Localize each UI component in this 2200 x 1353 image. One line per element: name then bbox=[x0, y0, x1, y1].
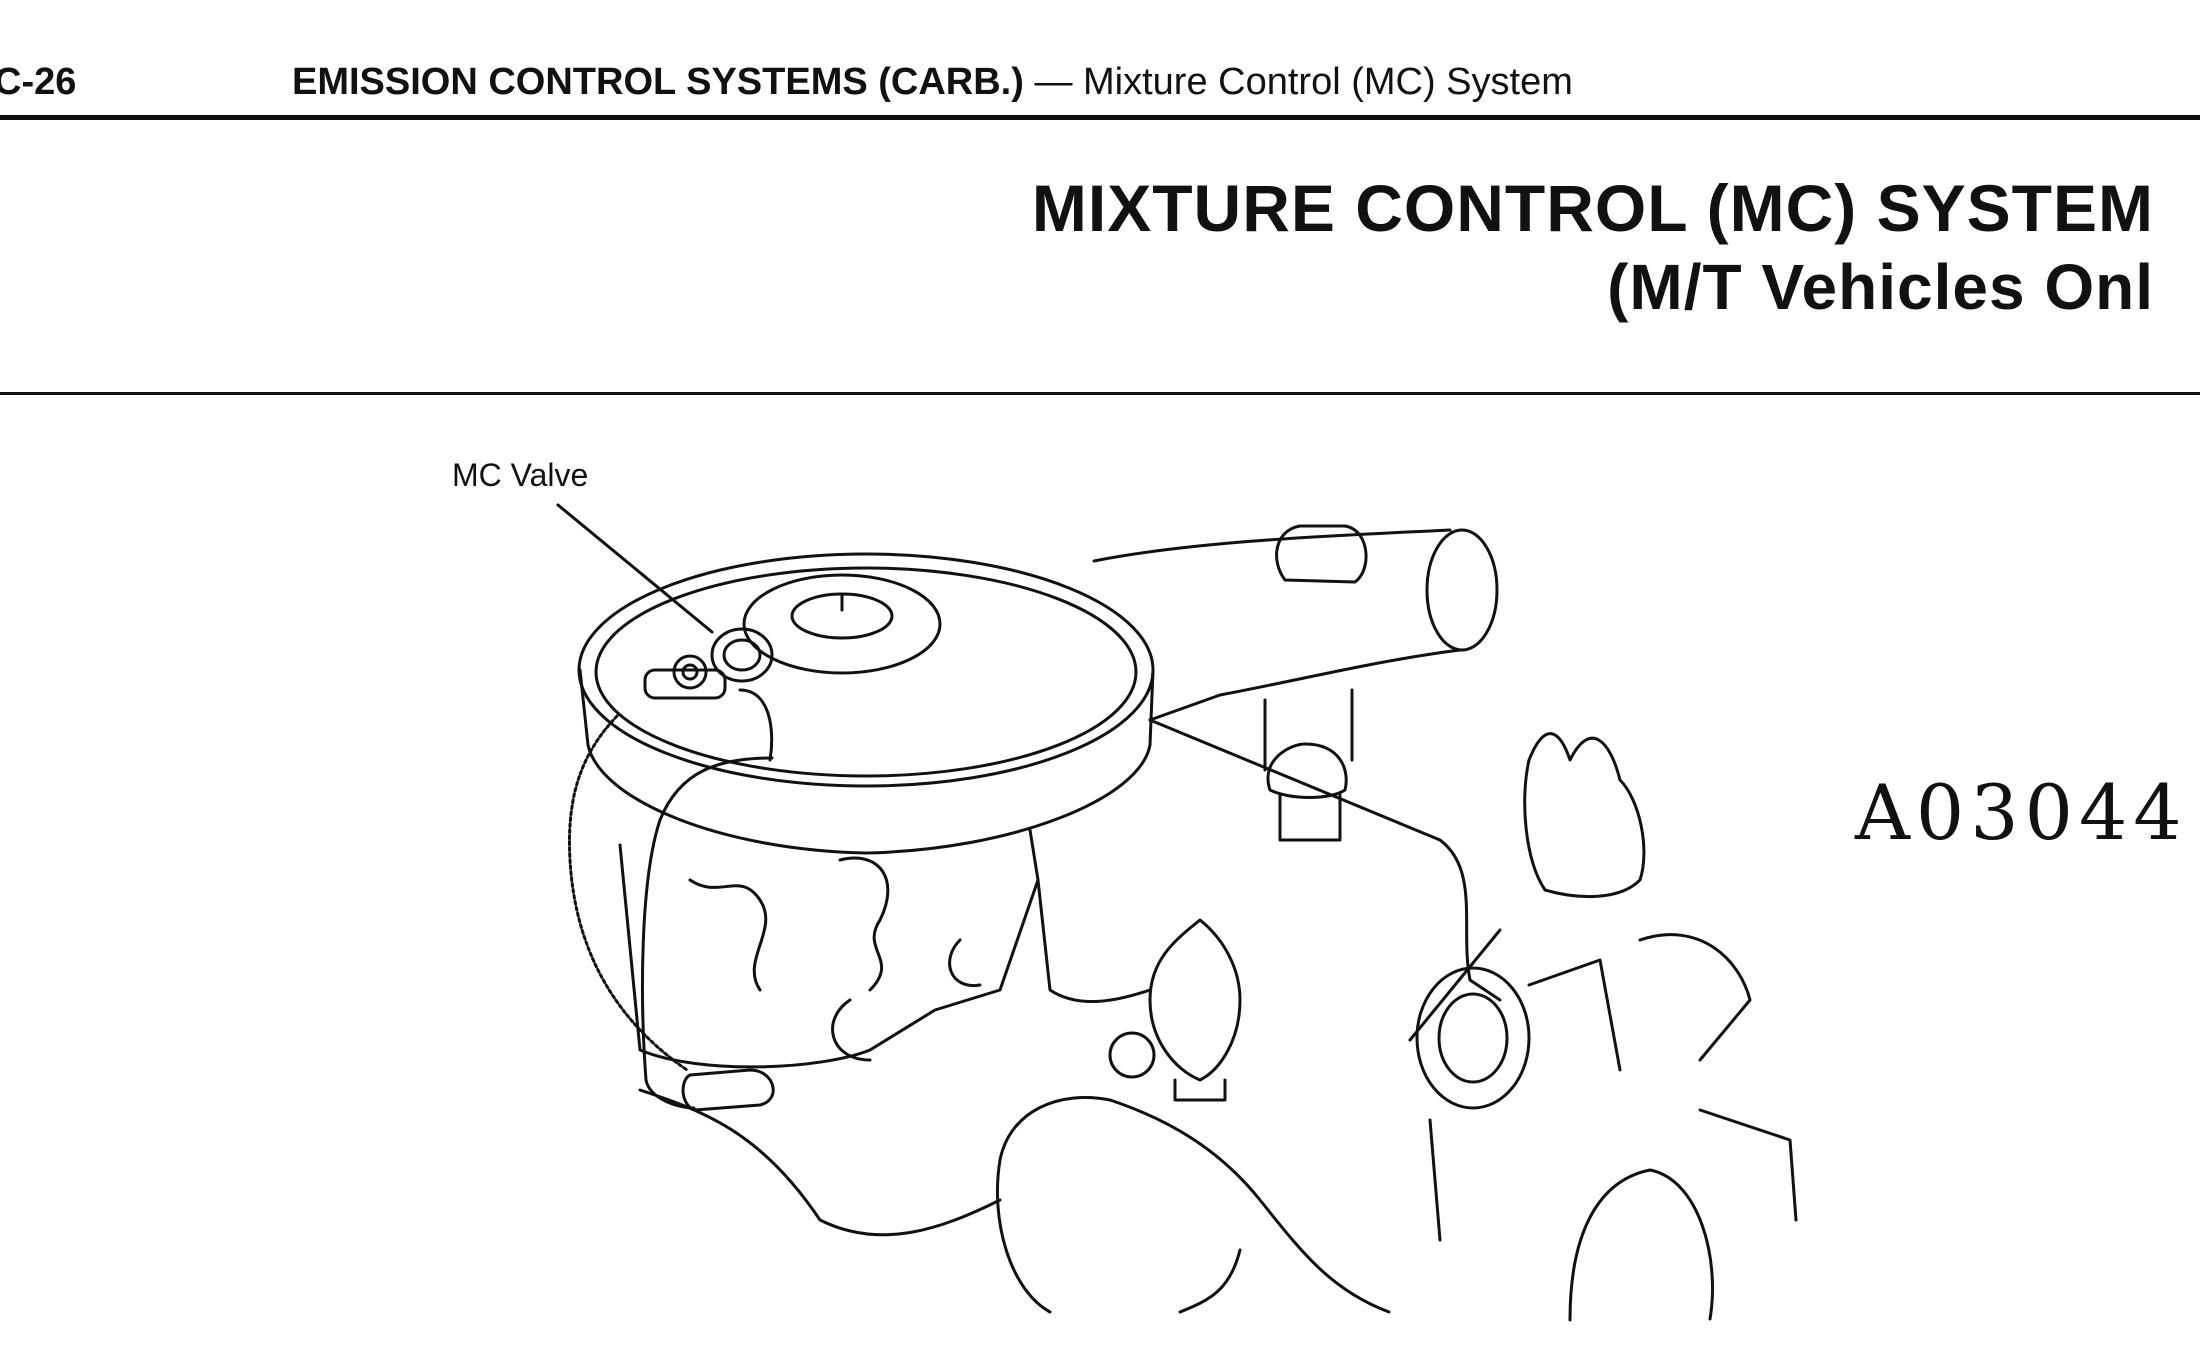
cooling-fan bbox=[1527, 933, 1798, 1322]
vacuum-hose bbox=[641, 756, 774, 1110]
section-separator: — bbox=[1023, 61, 1084, 103]
support-post bbox=[1263, 688, 1354, 772]
air-cleaner-lid-inner bbox=[594, 566, 1138, 778]
section-header: EMISSION CONTROL SYSTEMS (CARB.) — Mixtu… bbox=[292, 60, 1573, 104]
oil-filler-cap bbox=[1266, 742, 1348, 842]
carburetor-body bbox=[618, 828, 1040, 1069]
snorkel-cap bbox=[1275, 524, 1368, 584]
page-subtitle: (M/T Vehicles Onl bbox=[1607, 251, 2154, 323]
header-rule bbox=[0, 115, 2200, 120]
snorkel-opening bbox=[1425, 528, 1499, 652]
distributor bbox=[1148, 918, 1242, 1102]
alternator bbox=[996, 1096, 1391, 1314]
exhaust-manifold bbox=[1523, 732, 1646, 898]
hose-outlet bbox=[1108, 1031, 1156, 1079]
figure-code: A03044 bbox=[1855, 768, 2188, 857]
page-title: MIXTURE CONTROL (MC) SYSTEM bbox=[1031, 171, 2154, 245]
air-cleaner-center-nut bbox=[742, 573, 942, 675]
water-pump-pulley bbox=[1415, 966, 1531, 1110]
engine-block bbox=[638, 718, 1502, 1237]
air-cleaner-body bbox=[578, 668, 1155, 855]
hose-fitting bbox=[681, 1068, 775, 1112]
section-subtitle: Mixture Control (MC) System bbox=[1083, 61, 1573, 103]
air-intake-snorkel bbox=[1092, 528, 1462, 722]
mc-valve-callout: MC Valve bbox=[452, 457, 589, 493]
callout-leader-line bbox=[556, 503, 714, 634]
fan-belt bbox=[1408, 928, 1502, 1242]
title-rule bbox=[0, 392, 2200, 395]
hatched-vacuum-hose bbox=[567, 714, 689, 1072]
section-title: EMISSION CONTROL SYSTEMS (CARB.) bbox=[292, 61, 1024, 103]
page-number: C-26 bbox=[0, 61, 77, 103]
mc-valve-icon bbox=[643, 627, 774, 700]
